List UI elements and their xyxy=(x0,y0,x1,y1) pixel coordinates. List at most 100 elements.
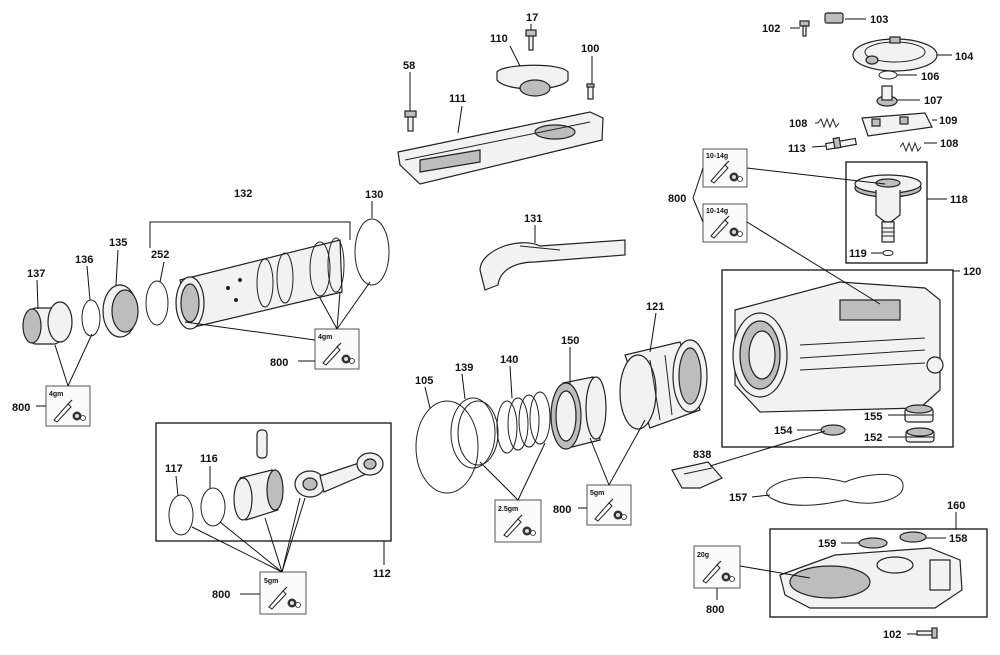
box-112 xyxy=(155,422,392,542)
gear-case-160 xyxy=(779,547,963,609)
label-152: 152 xyxy=(864,432,882,444)
spring-140 xyxy=(496,391,551,454)
label-800-b: 800 xyxy=(270,357,288,369)
label-157: 157 xyxy=(729,492,747,504)
label-137: 137 xyxy=(27,268,45,280)
cylinder-132 xyxy=(175,237,345,330)
housing-120 xyxy=(732,281,944,413)
label-100: 100 xyxy=(581,43,599,55)
label-121: 121 xyxy=(646,301,664,313)
label-118: 118 xyxy=(950,194,968,206)
washer-159 xyxy=(858,537,888,549)
label-800-d: 800 xyxy=(553,504,571,516)
clip-838 xyxy=(671,461,723,489)
box-118 xyxy=(845,161,928,264)
washer-158 xyxy=(899,531,927,543)
washer-117 xyxy=(168,494,194,536)
spring-108-left xyxy=(817,117,840,129)
ring-139 xyxy=(450,397,499,469)
ring-252 xyxy=(145,280,169,326)
label-107: 107 xyxy=(924,95,942,107)
part-137 xyxy=(22,301,73,345)
label-113: 113 xyxy=(788,143,806,155)
screw-102-top xyxy=(799,20,810,37)
grease-box-10-14g-a xyxy=(702,148,748,188)
label-252: 252 xyxy=(151,249,169,261)
grease-box-5gm-b xyxy=(259,571,307,615)
leader-lines xyxy=(36,18,960,635)
label-159: 159 xyxy=(818,538,836,550)
plate-104 xyxy=(852,36,938,72)
label-131: 131 xyxy=(524,213,542,225)
grease-box-20g xyxy=(693,545,741,589)
label-104: 104 xyxy=(955,51,974,63)
label-150: 150 xyxy=(561,335,579,347)
gear-ring-150 xyxy=(550,376,607,450)
bearing-154 xyxy=(820,424,846,436)
gasket-157 xyxy=(766,473,904,506)
pad-103 xyxy=(824,12,844,24)
grease-label-g3: 4gm xyxy=(318,334,332,341)
part-109 xyxy=(861,112,933,137)
ring-136 xyxy=(81,299,101,337)
label-117: 117 xyxy=(165,463,183,475)
label-154: 154 xyxy=(774,425,793,437)
label-160: 160 xyxy=(947,500,965,512)
label-58: 58 xyxy=(403,60,415,72)
label-112: 112 xyxy=(373,568,391,580)
label-102-bottom: 102 xyxy=(883,629,901,641)
screw-58 xyxy=(404,110,417,132)
label-120: 120 xyxy=(963,266,981,278)
screw-102-bottom xyxy=(916,627,938,639)
label-105: 105 xyxy=(415,375,433,387)
clutch-121 xyxy=(619,339,708,430)
label-102-top: 102 xyxy=(762,23,780,35)
box-160 xyxy=(769,528,988,618)
shaft-113 xyxy=(825,136,857,151)
grease-label-g5: 2.5gm xyxy=(498,506,518,513)
box-120 xyxy=(721,269,954,448)
label-108-left: 108 xyxy=(789,118,807,130)
ring-130 xyxy=(354,218,390,286)
label-106: 106 xyxy=(921,71,939,83)
label-800-f: 800 xyxy=(706,604,724,616)
label-119: 119 xyxy=(849,248,867,260)
label-838: 838 xyxy=(693,449,711,461)
grease-box-4gm-a xyxy=(314,328,360,370)
label-130: 130 xyxy=(365,189,383,201)
label-139: 139 xyxy=(455,362,473,374)
grease-label-g8: 20g xyxy=(697,552,709,559)
part-131 xyxy=(479,239,626,291)
gear-118 xyxy=(854,174,922,243)
part-135 xyxy=(102,284,139,338)
label-800-e: 800 xyxy=(212,589,230,601)
label-116: 116 xyxy=(200,453,218,465)
label-17: 17 xyxy=(526,12,538,24)
part-107 xyxy=(876,85,898,107)
grease-label-g4: 4gm xyxy=(49,391,63,398)
label-800-a: 800 xyxy=(668,193,686,205)
label-140: 140 xyxy=(500,354,518,366)
label-158: 158 xyxy=(949,533,967,545)
label-111: 111 xyxy=(449,93,466,105)
grease-label-g2: 10-14g xyxy=(706,208,728,215)
spring-108-right xyxy=(899,141,922,153)
label-155: 155 xyxy=(864,411,882,423)
grease-label-g7: 5gm xyxy=(264,578,278,585)
label-110: 110 xyxy=(490,33,508,45)
cap-110 xyxy=(496,64,569,97)
ring-119 xyxy=(882,250,894,256)
grease-label-g1: 10-14g xyxy=(706,153,728,160)
label-103: 103 xyxy=(870,14,888,26)
ring-116 xyxy=(200,487,226,527)
grease-box-5gm-a xyxy=(586,484,632,526)
cover-111 xyxy=(397,111,604,185)
connecting-rod-112 xyxy=(294,452,384,498)
pin-100 xyxy=(586,83,595,100)
label-132: 132 xyxy=(234,188,252,200)
pin-112 xyxy=(256,429,268,459)
bushing-152 xyxy=(905,427,935,443)
ring-105 xyxy=(415,400,479,494)
grease-label-g6: 5gm xyxy=(590,490,604,497)
bearing-155 xyxy=(904,404,934,423)
